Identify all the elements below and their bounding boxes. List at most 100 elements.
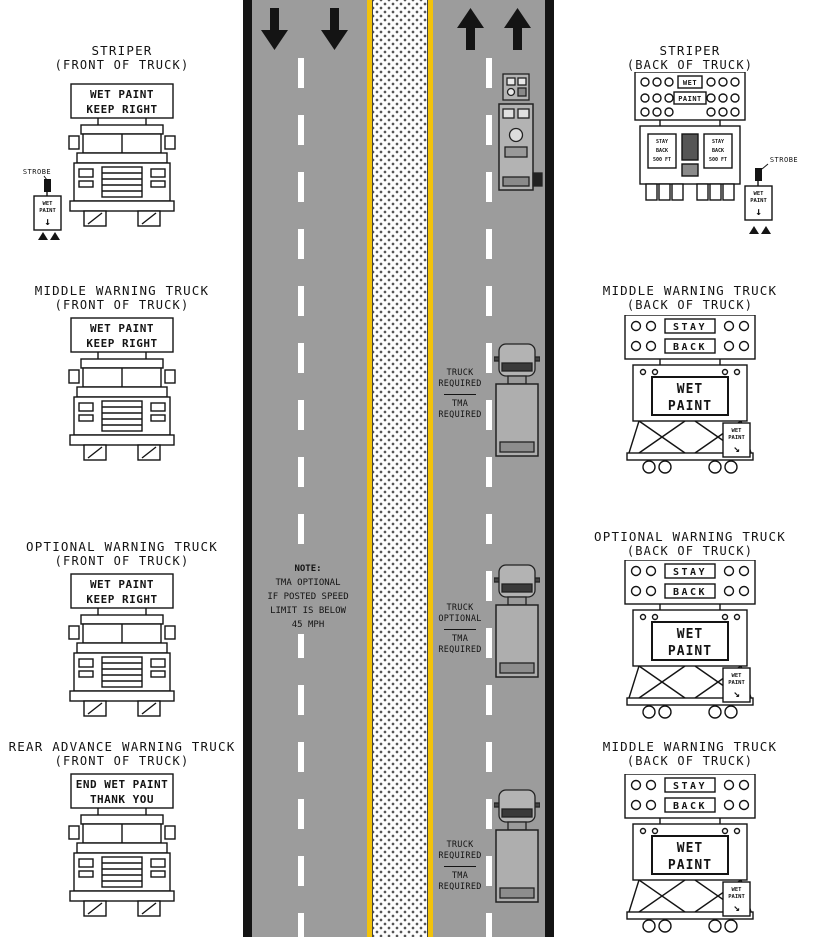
post-sign-line1: WET <box>732 428 743 434</box>
sign-foot <box>38 232 48 240</box>
svg-text:BACK: BACK <box>712 148 724 154</box>
stay-back-sign-left: STAY BACK 500 FT <box>653 139 671 163</box>
optional-warning-back-title: OPTIONAL WARNING TRUCK (BACK OF TRUCK) <box>560 530 820 559</box>
board-text-line1: STAY <box>673 781 707 792</box>
middle-warning-back-title: MIDDLE WARNING TRUCK (BACK OF TRUCK) <box>560 283 820 313</box>
sign-text-line2: THANK YOU <box>90 793 154 806</box>
title-line: REAR ADVANCE WARNING TRUCK <box>8 739 236 754</box>
post-sign-line1: WET <box>43 201 54 207</box>
truck-outline <box>68 83 176 227</box>
truck-outline <box>624 315 756 474</box>
left-lane-dashed-line <box>298 58 304 937</box>
subtitle-line: (BACK OF TRUCK) <box>626 544 754 558</box>
strobe-and-post-sign: STROBE WET PAINT ↓ <box>744 156 798 234</box>
middle-warning-truck-back-drawing-2: STAY BACK WET PAINT WET PAINT ↘ <box>624 774 756 933</box>
svg-text:BACK: BACK <box>656 148 668 154</box>
diagonal-arrow-icon: ↘ <box>733 442 740 455</box>
callout-line: TRUCK <box>446 368 474 378</box>
callout-line: REQUIRED <box>438 645 482 655</box>
optional-warning-truck-front-drawing: WET PAINT KEEP RIGHT <box>68 573 176 717</box>
note-line: 45 MPH <box>291 620 325 630</box>
post-sign-line2: PAINT <box>728 894 745 900</box>
striper-plan-view <box>498 73 543 191</box>
truck-outline <box>68 773 176 917</box>
title-line: MIDDLE WARNING TRUCK <box>602 739 778 754</box>
sign-text-line2: KEEP RIGHT <box>86 593 157 606</box>
panel-text-line1: WET <box>683 79 697 87</box>
median-yellow-line-right <box>428 0 433 937</box>
title-line: STRIPER <box>659 43 721 58</box>
svg-text:500 FT: 500 FT <box>653 157 671 163</box>
callout-line: REQUIRED <box>438 379 482 389</box>
diagonal-arrow-icon: ↘ <box>733 687 740 700</box>
sign-text-line1: WET PAINT <box>90 322 154 335</box>
diagonal-arrow-icon: ↘ <box>733 901 740 914</box>
strobe-label: STROBE <box>770 156 798 164</box>
callout-line: TRUCK <box>446 603 474 613</box>
note-line: IF POSTED SPEED <box>267 592 349 602</box>
down-arrow-icon: ↓ <box>755 205 762 218</box>
callout-line: TMA <box>451 399 469 409</box>
title-line: OPTIONAL WARNING TRUCK <box>26 539 218 554</box>
optional-warning-truck-back-drawing: STAY BACK WET PAINT WET PAINT ↘ <box>624 560 756 719</box>
sign-foot <box>749 226 759 234</box>
subtitle-line: (FRONT OF TRUCK) <box>54 298 190 312</box>
panel-text-line1: WET <box>677 627 703 642</box>
middle-warning-back-title-2: MIDDLE WARNING TRUCK (BACK OF TRUCK) <box>560 739 820 769</box>
sign-text-line1: WET PAINT <box>90 88 154 101</box>
callout-line: OPTIONAL <box>438 614 482 624</box>
panel-text-line2: PAINT <box>668 644 712 659</box>
subtitle-line: (FRONT OF TRUCK) <box>54 754 190 768</box>
middle-warning-truck-front-drawing: WET PAINT KEEP RIGHT <box>68 317 176 461</box>
title-line: MIDDLE WARNING TRUCK <box>602 283 778 298</box>
svg-text:STAY: STAY <box>656 139 668 145</box>
panel-text-line2: PAINT <box>678 95 702 103</box>
rear-advance-warning-truck-front-drawing: END WET PAINT THANK YOU <box>68 773 176 917</box>
truck-outline <box>634 72 746 201</box>
post-sign-line2: PAINT <box>750 198 767 204</box>
rear-advance-front-title: REAR ADVANCE WARNING TRUCK (FRONT OF TRU… <box>2 739 242 769</box>
callout-divider <box>444 394 476 395</box>
callout-line: REQUIRED <box>438 410 482 420</box>
subtitle-line: (BACK OF TRUCK) <box>626 298 754 312</box>
middle-warning-truck-back-drawing: STAY BACK WET PAINT WET PAINT ↘ <box>624 315 756 474</box>
striper-back-title: STRIPER (BACK OF TRUCK) <box>560 43 820 73</box>
down-arrow-icon <box>261 8 288 50</box>
subtitle-line: (BACK OF TRUCK) <box>626 58 754 72</box>
callout-line: REQUIRED <box>438 882 482 892</box>
callout-line: TMA <box>451 634 469 644</box>
panel-text-line2: PAINT <box>668 858 712 873</box>
svg-text:500 FT: 500 FT <box>709 157 727 163</box>
sign-text-line2: KEEP RIGHT <box>86 103 157 116</box>
post-sign-line1: WET <box>754 191 765 197</box>
truck-outline <box>68 573 176 717</box>
board-text-line1: STAY <box>673 567 707 578</box>
board-text-line1: STAY <box>673 322 707 333</box>
sign-text-line1: WET PAINT <box>90 578 154 591</box>
wet-paint-post-sign <box>33 195 62 231</box>
sign-text-line2: KEEP RIGHT <box>86 337 157 350</box>
note-line: LIMIT IS BELOW <box>270 606 346 616</box>
post-sign-line2: PAINT <box>728 680 745 686</box>
median-buffer-pattern <box>372 0 428 937</box>
wet-paint-post-sign: WET PAINT ↘ <box>722 881 751 917</box>
warning-truck-plan-view <box>494 564 540 678</box>
truck-outline <box>624 560 756 719</box>
note-line: TMA OPTIONAL <box>275 578 341 588</box>
truck-callout-2: TRUCK OPTIONAL TMA REQUIRED <box>431 603 489 656</box>
truck-outline <box>624 774 756 933</box>
panel-text-line1: WET <box>677 382 703 397</box>
post-sign-line1: WET <box>732 887 743 893</box>
wet-paint-post-sign <box>744 185 773 221</box>
truck-plan-parts <box>494 789 540 903</box>
callout-line: REQUIRED <box>438 851 482 861</box>
title-line: STRIPER <box>91 43 153 58</box>
callout-line: TMA <box>451 871 469 881</box>
wet-paint-post-sign: WET PAINT ↘ <box>722 422 751 458</box>
roadway: TRUCK REQUIRED TMA REQUIRED TRUCK OPTION… <box>243 0 554 937</box>
strobe-label: STROBE <box>23 168 51 176</box>
post-sign-line1: WET <box>732 673 743 679</box>
optional-warning-front-title: OPTIONAL WARNING TRUCK (FRONT OF TRUCK) <box>2 539 242 569</box>
truck-callout-3: TRUCK REQUIRED TMA REQUIRED <box>431 840 489 893</box>
